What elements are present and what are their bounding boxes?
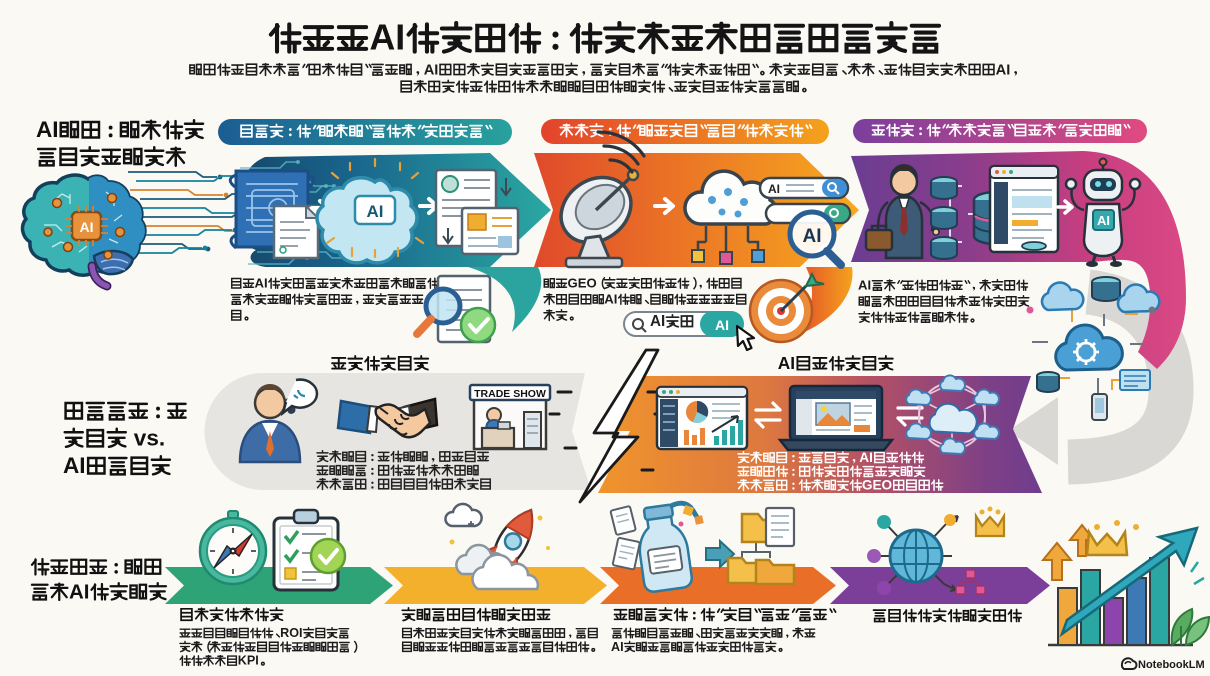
svg-text:AI: AI bbox=[604, 292, 617, 307]
svg-text:AI: AI bbox=[370, 18, 406, 58]
svg-text:ROI: ROI bbox=[280, 626, 302, 640]
svg-text:AI: AI bbox=[858, 278, 871, 293]
svg-text:KPI: KPI bbox=[238, 654, 259, 668]
svg-text:AI: AI bbox=[715, 317, 729, 333]
svg-text:AI: AI bbox=[63, 453, 86, 478]
svg-text:AI: AI bbox=[996, 62, 1011, 78]
svg-text:NotebookLM: NotebookLM bbox=[1138, 659, 1205, 671]
svg-text:AI: AI bbox=[650, 313, 665, 330]
svg-text:GEO: GEO bbox=[568, 276, 597, 291]
svg-text:AI: AI bbox=[367, 202, 384, 221]
svg-text:AI: AI bbox=[36, 117, 59, 142]
svg-text:GEO: GEO bbox=[862, 478, 893, 493]
svg-text:AI: AI bbox=[803, 226, 822, 247]
svg-text:AI: AI bbox=[778, 353, 795, 373]
svg-text:AI: AI bbox=[768, 182, 780, 196]
svg-text:AI: AI bbox=[80, 219, 94, 235]
svg-text:AI: AI bbox=[424, 62, 439, 78]
svg-text:AI: AI bbox=[69, 580, 89, 603]
svg-text:TRADE SHOW: TRADE SHOW bbox=[474, 388, 546, 400]
svg-text:AI: AI bbox=[611, 640, 624, 654]
svg-text:AI: AI bbox=[1097, 213, 1110, 228]
svg-text:vs.: vs. bbox=[128, 426, 166, 451]
svg-text:AI: AI bbox=[859, 450, 873, 465]
svg-text:AI: AI bbox=[255, 276, 268, 291]
